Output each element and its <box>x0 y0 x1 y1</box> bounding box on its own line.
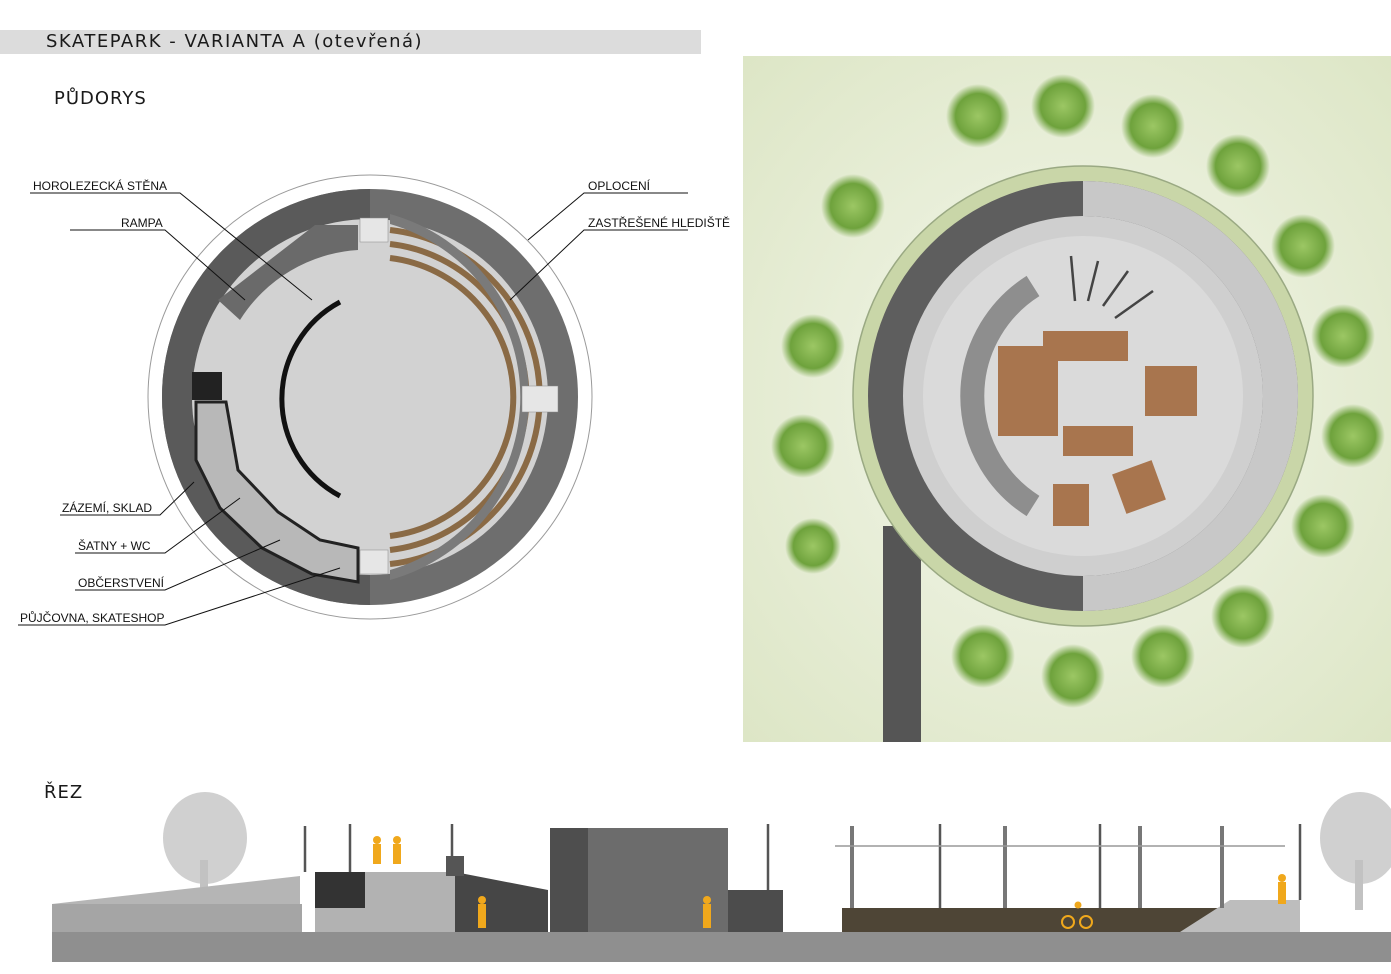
page-title: SKATEPARK - VARIANTA A (otevřená) <box>46 31 424 52</box>
title-bar <box>0 30 701 54</box>
storage-block <box>192 372 222 400</box>
arena-floor <box>192 219 548 575</box>
floor-plan <box>18 174 688 626</box>
ground <box>52 932 1391 962</box>
section-heading: ŘEZ <box>44 782 84 803</box>
label-rental: PŮJČOVNA, SKATESHOP <box>20 611 165 625</box>
rooms <box>194 400 360 584</box>
ramp-mound <box>52 876 300 904</box>
stands-arc-3 <box>389 255 517 539</box>
obstacle-box-2 <box>1053 484 1089 526</box>
cross-section <box>52 792 1391 962</box>
stands-render <box>1083 181 1298 611</box>
people <box>373 836 1286 929</box>
plan-heading: PŮDORYS <box>54 88 147 109</box>
label-refreshments: OBČERSTVENÍ <box>78 576 165 590</box>
label-ramp: RAMPA <box>121 216 163 230</box>
inner-bowl <box>960 275 1040 517</box>
label-changing: ŠATNY + WC <box>78 539 151 553</box>
stairs-east <box>521 385 559 413</box>
label-storage: ZÁZEMÍ, SKLAD <box>62 501 153 515</box>
label-climbing-wall: HOROLEZECKÁ STĚNA <box>33 179 168 193</box>
ramp <box>218 225 358 320</box>
obstacle-box-1 <box>1145 366 1197 416</box>
access-path <box>883 526 921 742</box>
building-band <box>162 189 370 605</box>
stairs-north <box>359 217 389 243</box>
label-stands: ZASTŘEŠENÉ HLEDIŠTĚ <box>588 216 731 230</box>
trees <box>771 74 1385 708</box>
section-trees <box>163 792 1391 910</box>
fence-circle <box>147 174 593 620</box>
climbing-wall <box>279 299 342 499</box>
obstacle-box-3 <box>1112 460 1166 514</box>
section-stands <box>842 908 1222 932</box>
label-fence: OPLOCENÍ <box>588 179 651 193</box>
stairs-south <box>359 549 389 575</box>
aerial-render <box>743 56 1391 742</box>
